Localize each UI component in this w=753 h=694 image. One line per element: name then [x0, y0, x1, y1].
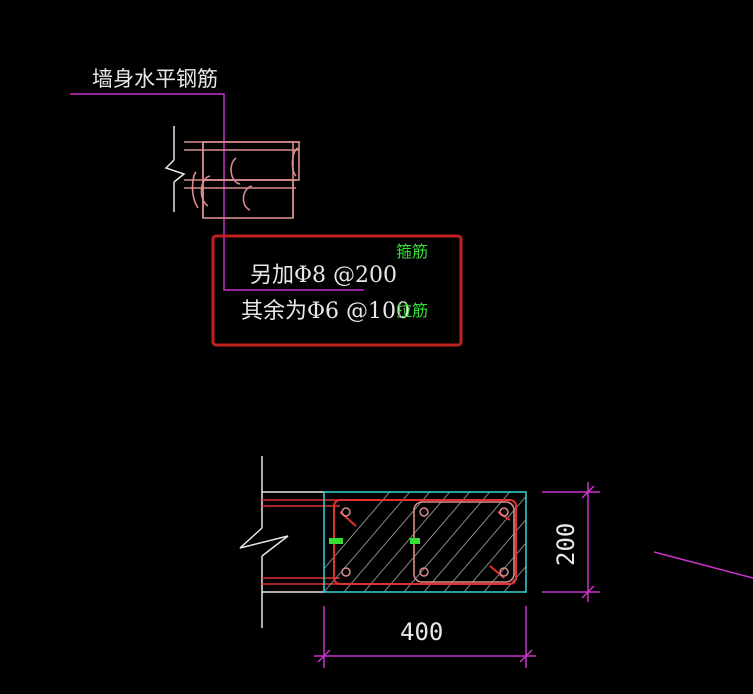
tie-bar-annotation: 拉筋	[396, 301, 428, 320]
dimension-width	[314, 606, 536, 668]
leader-line-wall-rebar	[70, 93, 364, 291]
upper-detail: 墙身水平钢筋 另加Φ8 @200 其余为	[70, 67, 463, 347]
section-green-marks	[329, 538, 420, 544]
stirrup-annotation: 箍筋	[396, 242, 428, 261]
dimension-height	[542, 482, 600, 602]
lower-wall-lines	[262, 491, 340, 593]
lower-section-detail: 400 200	[239, 456, 753, 668]
highlight-box	[211, 234, 463, 347]
section-hatch	[324, 492, 526, 592]
stray-leader-line	[653, 551, 753, 579]
remaining-rebar-text: 其余为Φ6 @100	[241, 299, 410, 324]
upper-wall-break-line	[164, 126, 186, 212]
extra-rebar-text: 另加Φ8 @200	[250, 263, 397, 288]
dimension-width-label: 400	[400, 618, 443, 646]
section-rebar-dots	[341, 507, 509, 577]
upper-rebar-hooks	[191, 147, 299, 211]
wall-horizontal-rebar-label: 墙身水平钢筋	[92, 67, 218, 91]
section-outline	[323, 491, 527, 593]
dimension-height-label: 200	[552, 523, 580, 566]
